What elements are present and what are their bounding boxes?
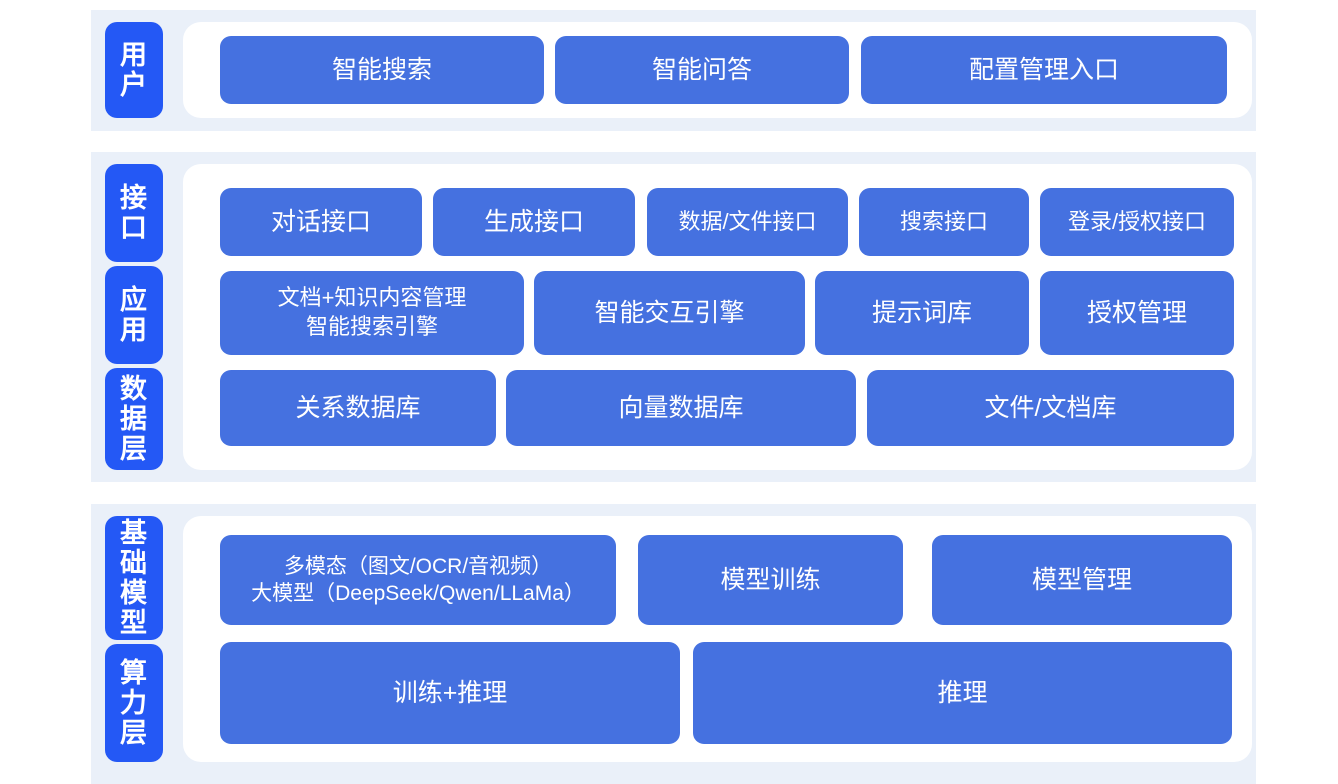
box-model-training[interactable]: 模型训练 bbox=[638, 535, 903, 625]
box-prompt-library[interactable]: 提示词库 bbox=[815, 271, 1029, 355]
layer-card-user: 智能搜索 智能问答 配置管理入口 bbox=[183, 22, 1252, 118]
layer-tab-data-label: 数据层 bbox=[120, 373, 148, 465]
box-login-auth-api[interactable]: 登录/授权接口 bbox=[1040, 188, 1234, 256]
layer-tab-interface-label: 接口 bbox=[120, 182, 148, 243]
layer-card-middle: 对话接口 生成接口 数据/文件接口 搜索接口 登录/授权接口 文档+知识内容管理… bbox=[183, 164, 1252, 470]
layer-tab-compute-label: 算力层 bbox=[120, 657, 148, 749]
layer-tab-interface[interactable]: 接口 bbox=[105, 164, 163, 262]
layer-tab-user[interactable]: 用户 bbox=[105, 22, 163, 118]
box-doc-knowledge-mgmt[interactable]: 文档+知识内容管理 智能搜索引擎 bbox=[220, 271, 524, 355]
box-search-api[interactable]: 搜索接口 bbox=[859, 188, 1029, 256]
layer-tab-base-model[interactable]: 基础模型 bbox=[105, 516, 163, 640]
box-model-management[interactable]: 模型管理 bbox=[932, 535, 1232, 625]
box-vector-db[interactable]: 向量数据库 bbox=[506, 370, 856, 446]
layer-card-infrastructure: 多模态（图文/OCR/音视频） 大模型（DeepSeek/Qwen/LLaMa）… bbox=[183, 516, 1252, 762]
layer-tab-user-label: 用户 bbox=[120, 39, 148, 100]
box-data-file-api[interactable]: 数据/文件接口 bbox=[647, 188, 848, 256]
box-multimodal-llm[interactable]: 多模态（图文/OCR/音视频） 大模型（DeepSeek/Qwen/LLaMa） bbox=[220, 535, 616, 625]
box-smart-qa[interactable]: 智能问答 bbox=[555, 36, 849, 104]
box-generate-api[interactable]: 生成接口 bbox=[433, 188, 635, 256]
layer-tab-base-model-label: 基础模型 bbox=[120, 517, 148, 639]
box-smart-search[interactable]: 智能搜索 bbox=[220, 36, 544, 104]
layer-tab-data[interactable]: 数据层 bbox=[105, 368, 163, 470]
layer-tab-compute[interactable]: 算力层 bbox=[105, 644, 163, 762]
box-train-infer[interactable]: 训练+推理 bbox=[220, 642, 680, 744]
box-relational-db[interactable]: 关系数据库 bbox=[220, 370, 496, 446]
box-infer[interactable]: 推理 bbox=[693, 642, 1232, 744]
layer-tab-application[interactable]: 应用 bbox=[105, 266, 163, 364]
box-file-doc-store[interactable]: 文件/文档库 bbox=[867, 370, 1234, 446]
layer-tab-application-label: 应用 bbox=[120, 284, 148, 345]
box-smart-interaction-engine[interactable]: 智能交互引擎 bbox=[534, 271, 805, 355]
box-auth-mgmt[interactable]: 授权管理 bbox=[1040, 271, 1234, 355]
box-dialog-api[interactable]: 对话接口 bbox=[220, 188, 422, 256]
box-config-mgmt-entry[interactable]: 配置管理入口 bbox=[861, 36, 1227, 104]
